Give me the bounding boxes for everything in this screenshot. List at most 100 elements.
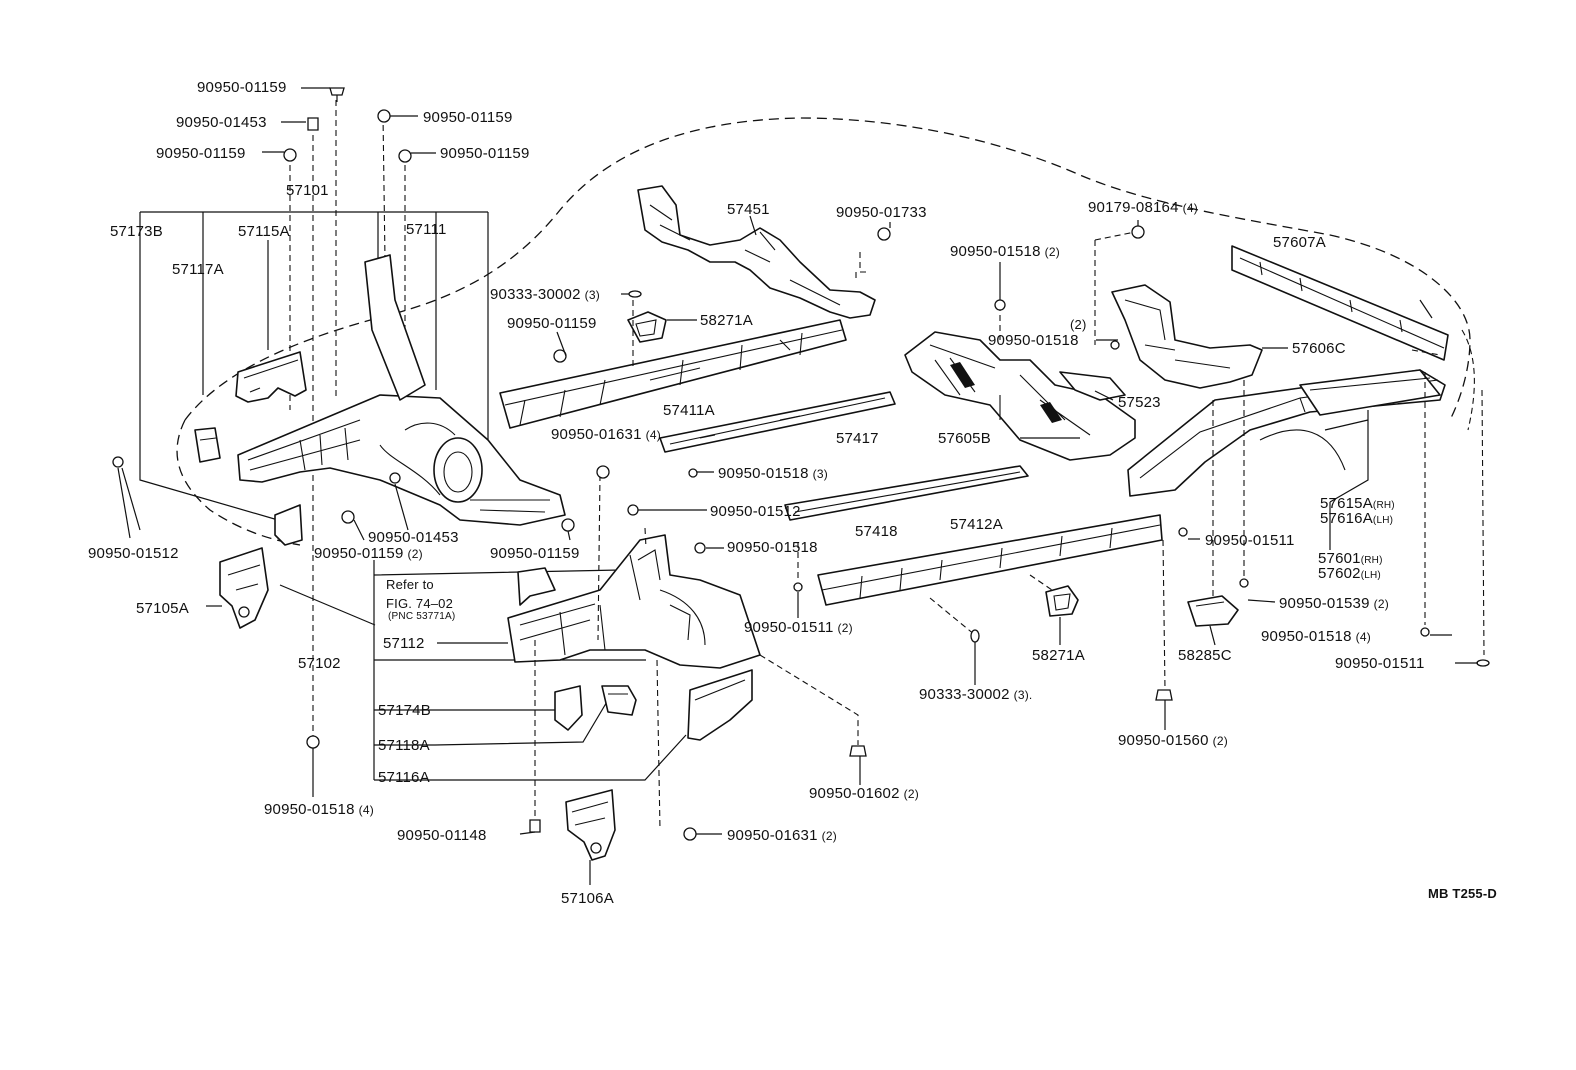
fastener-90950-01512-a xyxy=(112,456,124,468)
fastener-90950-01159-d xyxy=(398,149,412,163)
fastener-90950-01453-a xyxy=(307,117,319,131)
label-90179-08164-qty: (4) xyxy=(1182,201,1198,215)
label-57418: 57418 xyxy=(855,523,898,540)
fastener-90950-01560 xyxy=(1155,689,1173,701)
reference-line3: (PNC 53771A) xyxy=(388,611,456,622)
label-90950-01631-b: 90950-01631(2) xyxy=(727,828,837,843)
label-57118a: 57118A xyxy=(378,737,430,754)
part-57173b xyxy=(274,504,303,546)
label-57101: 57101 xyxy=(286,182,329,199)
label-90950-01512-a: 90950-01512 xyxy=(88,545,179,562)
part-58285c xyxy=(1187,595,1239,627)
label-57606c: 57606C xyxy=(1292,340,1346,357)
label-90950-01602: 90950-01602(2) xyxy=(809,786,919,801)
label-90950-01539: 90950-01539(2) xyxy=(1279,596,1389,611)
label-90950-01518-e-number: 90950-01518 xyxy=(1261,628,1352,645)
label-90950-01511-a: 90950-01511 xyxy=(1205,532,1295,549)
part-57606c xyxy=(1111,284,1263,389)
label-90333-30002-a: 90333-30002(3) xyxy=(490,287,600,302)
diagram-code: MB T255-D xyxy=(1428,886,1497,901)
label-90950-01631-b-number: 90950-01631 xyxy=(727,827,818,844)
label-90333-30002-b-qty: (3). xyxy=(1013,688,1033,702)
part-57117a xyxy=(194,427,221,463)
fastener-90950-01602 xyxy=(849,745,867,757)
fastener-90950-01518-f xyxy=(306,735,320,749)
fastener-90950-01631-b xyxy=(683,827,697,841)
part-57523 xyxy=(1059,371,1126,401)
label-90950-01518-f-number: 90950-01518 xyxy=(264,801,355,818)
label-90950-01518-b-qty: (2) xyxy=(1070,317,1087,332)
label-90950-01631-b-qty: (2) xyxy=(821,829,837,843)
label-90950-01539-qty: (2) xyxy=(1373,597,1389,611)
label-90950-01518-b: 90950-01518 xyxy=(988,332,1079,349)
label-90950-01602-qty: (2) xyxy=(903,787,919,801)
label-90950-01518-e: 90950-01518(4) xyxy=(1261,629,1371,644)
fastener-90950-01518-b xyxy=(1110,340,1120,350)
fastener-90950-01453-b xyxy=(389,472,401,484)
label-57607a: 57607A xyxy=(1273,234,1326,251)
label-90950-01518-c: 90950-01518(3) xyxy=(718,466,828,481)
label-58271a-upper: 58271A xyxy=(700,312,753,329)
label-57605b: 57605B xyxy=(938,430,991,447)
fastener-90333-30002-b xyxy=(970,629,980,643)
fastener-90950-01539 xyxy=(1239,578,1249,588)
label-90950-01511-b: 90950-01511(2) xyxy=(744,620,853,635)
label-90950-01511-b-qty: (2) xyxy=(837,621,853,635)
part-57605b xyxy=(904,331,1136,461)
label-90950-01518-f-qty: (4) xyxy=(358,803,374,817)
label-90950-01518-c-qty: (3) xyxy=(812,467,828,481)
fastener-90950-01159-f xyxy=(341,510,355,524)
fastener-90950-01159-c xyxy=(283,148,297,162)
label-90950-01159-g: 90950-01159 xyxy=(490,545,580,562)
fastener-90950-01159-a xyxy=(329,87,345,96)
label-90950-01631-a: 90950-01631(4) xyxy=(551,427,661,442)
part-57116a xyxy=(687,669,753,741)
label-90950-01518-a-qty: (2) xyxy=(1044,245,1060,259)
label-90950-01631-a-qty: (4) xyxy=(645,428,661,442)
part-57118a xyxy=(601,685,637,716)
part-refer-bracket xyxy=(517,567,556,606)
reference-line1: Refer to xyxy=(386,577,434,592)
fastener-90950-01159-b xyxy=(377,109,391,123)
label-57616a-side: (LH) xyxy=(1372,515,1394,526)
reference-line2: FIG. 74–02 xyxy=(386,596,454,611)
label-90950-01511-b-number: 90950-01511 xyxy=(744,619,834,636)
label-90950-01159-f: 90950-01159(2) xyxy=(314,546,423,561)
label-58271a-lower: 58271A xyxy=(1032,647,1085,664)
label-90950-01159-e: 90950-01159 xyxy=(507,315,597,332)
label-57417: 57417 xyxy=(836,430,879,447)
label-90333-30002-b: 90333-30002(3). xyxy=(919,687,1032,702)
label-90179-08164: 90179-08164(4) xyxy=(1088,200,1198,215)
part-57106a xyxy=(565,789,616,861)
label-58285c: 58285C xyxy=(1178,647,1232,664)
label-90950-01518-c-number: 90950-01518 xyxy=(718,465,809,482)
label-90333-30002-a-number: 90333-30002 xyxy=(490,286,581,303)
part-57607a xyxy=(1231,245,1449,361)
label-57105a: 57105A xyxy=(136,600,189,617)
label-57412a: 57412A xyxy=(950,516,1003,533)
label-57523: 57523 xyxy=(1118,394,1161,411)
part-57111 xyxy=(237,394,566,526)
label-90950-01453-b: 90950-01453 xyxy=(368,529,459,546)
fastener-90950-01518-d xyxy=(694,542,706,554)
fastener-90950-01148 xyxy=(529,819,541,833)
part-57115a xyxy=(235,351,307,403)
fastener-90950-01159-g xyxy=(561,518,575,532)
label-57106a: 57106A xyxy=(561,890,614,907)
fastener-90950-01511-a xyxy=(1178,527,1188,537)
label-57601-number: 57601 xyxy=(1318,550,1361,567)
part-57418 xyxy=(784,465,1029,521)
label-90950-01560: 90950-01560(2) xyxy=(1118,733,1228,748)
fastener-90950-01511-b xyxy=(793,582,803,592)
label-90950-01602-number: 90950-01602 xyxy=(809,785,900,802)
vehicle-outline xyxy=(184,117,1471,421)
label-57411a: 57411A xyxy=(663,402,715,419)
label-57601-side: (RH) xyxy=(1360,555,1383,566)
part-57615a xyxy=(1299,369,1441,416)
label-57615a-side: (RH) xyxy=(1372,500,1395,511)
label-90950-01539-number: 90950-01539 xyxy=(1279,595,1370,612)
label-57111: 57111 xyxy=(406,221,447,238)
label-90950-01511-c: 90950-01511 xyxy=(1335,655,1425,672)
part-57451 xyxy=(637,185,876,319)
label-90950-01159-b: 90950-01159 xyxy=(423,109,513,126)
